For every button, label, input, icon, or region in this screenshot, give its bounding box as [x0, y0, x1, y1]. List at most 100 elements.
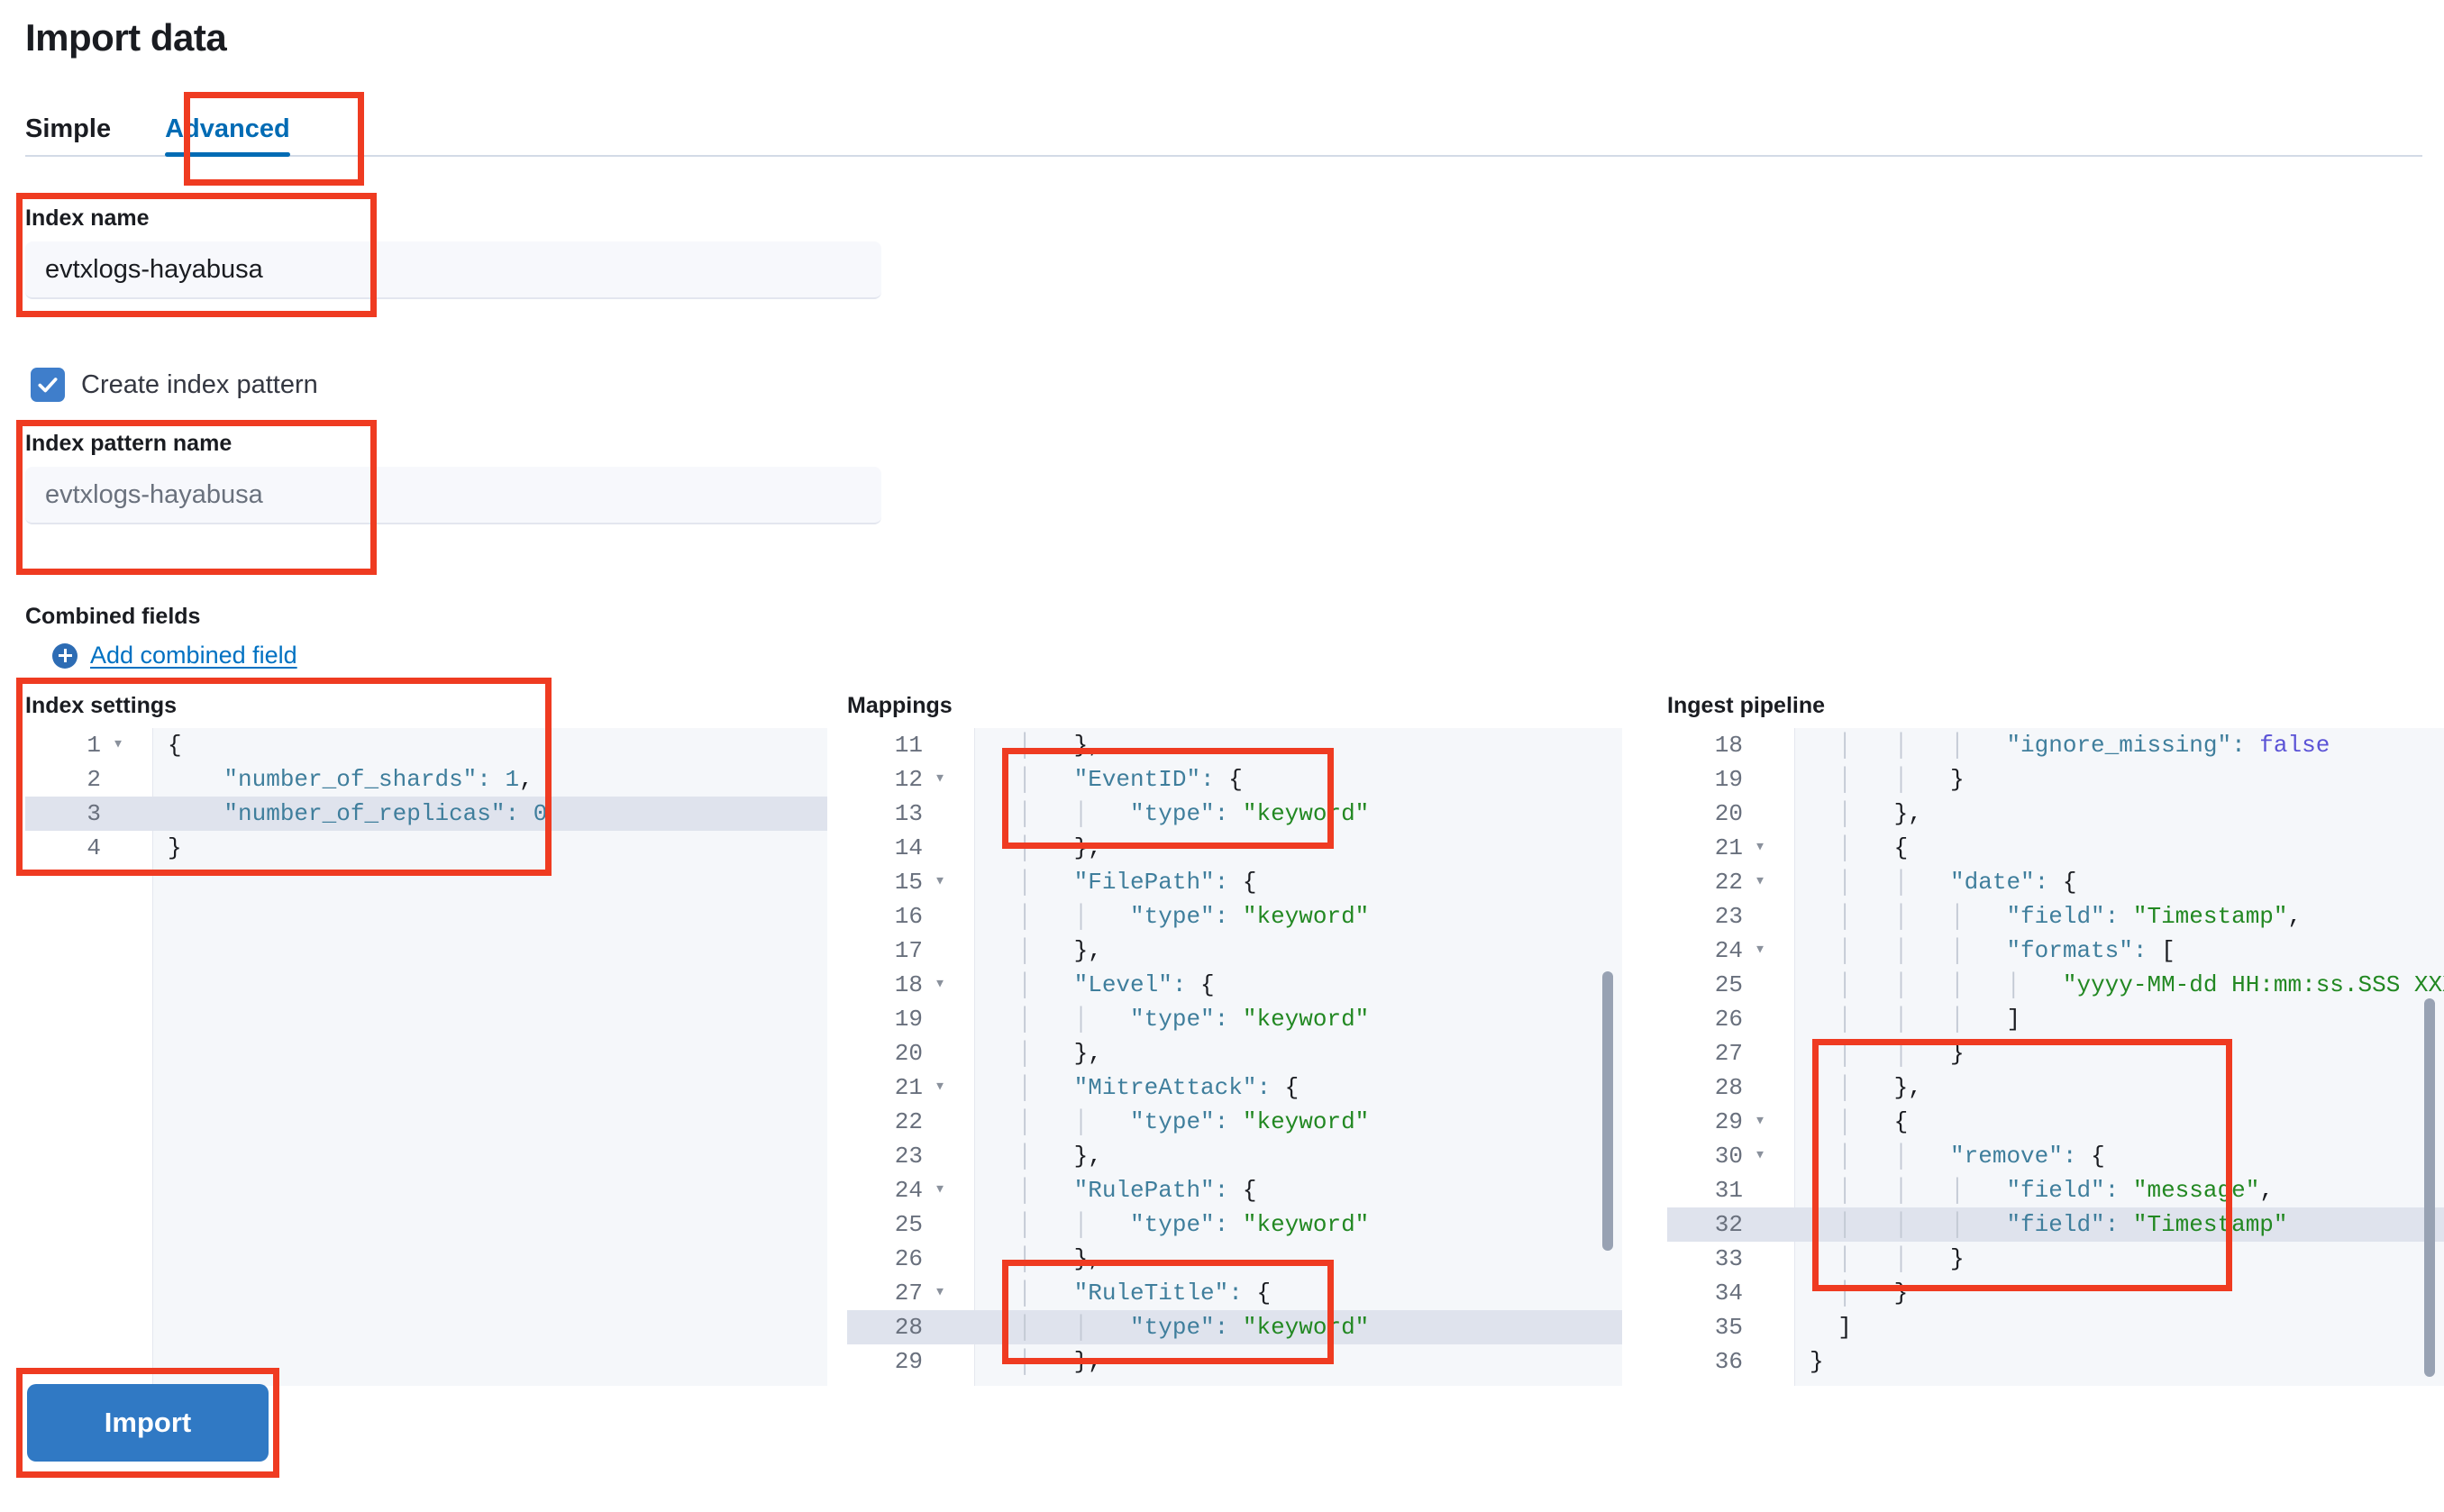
code-line: 25 │ │ │ │ "yyyy-MM-dd HH:mm:ss.SSS XXX" [1667, 968, 2444, 1002]
code-text: │ │ │ ] [1810, 1005, 2021, 1033]
code-text: │ }, [989, 1039, 1102, 1067]
line-number: 17 [894, 936, 923, 964]
code-line: 26 │ │ │ ] [1667, 1002, 2444, 1036]
import-button[interactable]: Import [27, 1384, 269, 1462]
code-line: 23 │ │ │ "field": "Timestamp", [1667, 899, 2444, 934]
tab-underline [25, 155, 2422, 157]
code-line: 36} [1667, 1344, 2444, 1379]
fold-arrow-icon[interactable]: ▾ [934, 870, 946, 892]
line-number: 18 [1714, 731, 1743, 759]
code-line: 24 ▾ │ │ │ "formats": [ [1667, 934, 2444, 968]
fold-arrow-icon[interactable]: ▾ [1754, 939, 1766, 961]
code-line: 20 │ }, [1667, 797, 2444, 831]
index-settings-code-editor[interactable]: 1 ▾ {2 "number_of_shards": 1,3 "number_of_… [25, 727, 827, 1386]
code-line: 3 "number_of_replicas": 0 [25, 796, 827, 831]
code-line: 29▾ │ { [1667, 1105, 2444, 1139]
create-index-pattern-row[interactable]: Create index pattern [31, 368, 318, 402]
fold-arrow-icon[interactable]: ▾ [1754, 1144, 1766, 1166]
code-text: │ "FilePath": { [989, 868, 1257, 896]
fold-arrow-icon[interactable]: ▾ [112, 733, 124, 755]
fold-arrow-icon[interactable]: ▾ [1754, 836, 1766, 858]
code-text: │ }, [1810, 1073, 1922, 1101]
code-text: │ │ "type": "keyword" [989, 1005, 1370, 1033]
tab-simple[interactable]: Simple [25, 114, 112, 143]
code-text: │ }, [989, 1142, 1102, 1170]
line-number: 13 [894, 799, 923, 827]
code-text: │ │ "type": "keyword" [989, 1210, 1370, 1238]
code-line: 28 │ │ "type": "keyword" [847, 1309, 1622, 1344]
code-line: 35 ] [1667, 1310, 2444, 1344]
line-number: 3 [25, 796, 101, 831]
code-line: 4} [25, 831, 827, 865]
code-text: { [168, 731, 182, 759]
fold-arrow-icon[interactable]: ▾ [1754, 1110, 1766, 1132]
code-line: 2 "number_of_shards": 1, [25, 762, 827, 797]
line-number: 22 [894, 1107, 923, 1135]
line-number: 19 [894, 1005, 923, 1033]
code-text: │ "MitreAttack": { [989, 1073, 1300, 1101]
line-number: 20 [894, 1039, 923, 1067]
page-title: Import data [25, 16, 227, 59]
code-line: 15 ▾ │ "FilePath": { [847, 865, 1622, 899]
fold-arrow-icon[interactable]: ▾ [934, 1281, 946, 1303]
code-line: 26 │ }, [847, 1242, 1622, 1276]
code-text: │ │ "type": "keyword" [989, 1313, 1370, 1341]
add-combined-field-button[interactable]: Add combined field [52, 642, 297, 669]
line-number: 35 [1714, 1313, 1743, 1341]
code-text: │ "EventID": { [989, 765, 1243, 793]
code-text: ] [1838, 1313, 1852, 1341]
code-text: │ { [1810, 833, 1909, 861]
line-number: 26 [894, 1244, 923, 1272]
checkbox-checked-icon[interactable] [31, 368, 65, 402]
line-number: 1 [87, 731, 101, 759]
code-text: │ "Level": { [989, 970, 1215, 998]
line-number: 28 [847, 1309, 923, 1344]
code-line: 21 ▾ │ { [1667, 831, 2444, 865]
code-line: 27 │ │ } [1667, 1036, 2444, 1070]
line-number: 19 [1714, 765, 1743, 793]
mappings-code-editor[interactable]: 11 │ },12▾ │ "EventID": {13 │ │ "type": … [847, 727, 1622, 1386]
tab-advanced[interactable]: Advanced [134, 116, 321, 157]
code-line: 27▾ │ "RuleTitle": { [847, 1276, 1622, 1310]
code-line: 30▾ │ │ "remove": { [1667, 1139, 2444, 1173]
ingest-pipeline-vertical-scrollbar[interactable] [2424, 997, 2435, 1377]
line-number: 29 [1714, 1107, 1743, 1135]
line-number: 2 [87, 765, 101, 793]
code-text: │ │ "remove": { [1810, 1142, 2105, 1170]
fold-arrow-icon[interactable]: ▾ [934, 1179, 946, 1200]
code-text: │ │ │ "formats": [ [1810, 936, 2175, 964]
code-line: 16 │ │ "type": "keyword" [847, 899, 1622, 934]
index-name-input[interactable] [25, 241, 881, 299]
line-number: 24 [1714, 936, 1743, 964]
line-number: 21 [1714, 833, 1743, 861]
line-number: 21 [894, 1073, 923, 1101]
line-number: 25 [894, 1210, 923, 1238]
line-number: 24 [894, 1176, 923, 1204]
code-line: 18 ▾ │ "Level": { [847, 968, 1622, 1002]
fold-arrow-icon[interactable]: ▾ [934, 973, 946, 995]
code-text: │ }, [989, 1347, 1102, 1375]
fold-arrow-icon[interactable]: ▾ [934, 1076, 946, 1098]
ingest-pipeline-title: Ingest pipeline [1667, 693, 1826, 718]
combined-fields-label: Combined fields [25, 604, 201, 629]
fold-arrow-icon[interactable]: ▾ [934, 768, 946, 789]
code-text: │ │ │ "ignore_missing": false [1810, 731, 2330, 759]
line-number: 15 [894, 868, 923, 896]
index-name-label: Index name [25, 205, 150, 231]
mappings-gutter [847, 727, 975, 1386]
line-number: 27 [1714, 1039, 1743, 1067]
code-text: │ }, [989, 731, 1102, 759]
code-text: │ }, [989, 833, 1102, 861]
plus-circle-icon [52, 642, 78, 669]
code-line: 25 │ │ "type": "keyword" [847, 1207, 1622, 1242]
fold-arrow-icon[interactable]: ▾ [1754, 870, 1766, 892]
line-number: 16 [894, 902, 923, 930]
code-line: 22 │ │ "type": "keyword" [847, 1105, 1622, 1139]
mappings-editor-column: Mappings 11 │ },12▾ │ "EventID": {13 │ │… [847, 693, 1622, 1386]
index-pattern-name-input[interactable] [25, 467, 881, 524]
tab-bar: Simple Advanced [25, 96, 2422, 157]
line-number: 18 [894, 970, 923, 998]
mappings-vertical-scrollbar[interactable] [1602, 970, 1613, 1251]
